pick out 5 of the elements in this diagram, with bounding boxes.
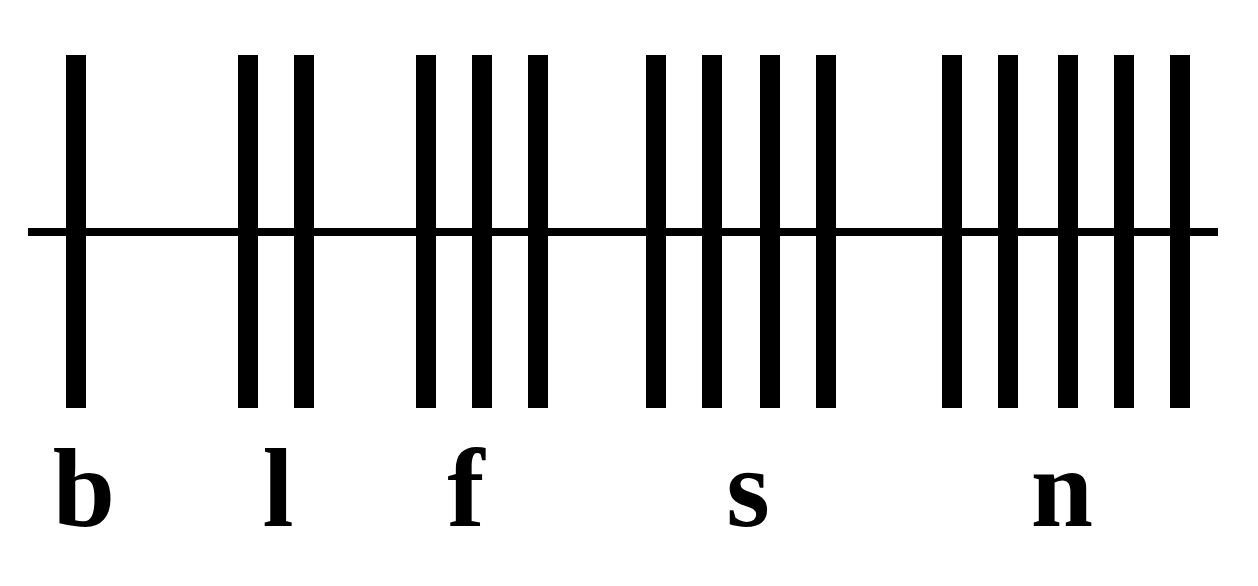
letter-label: l xyxy=(262,432,294,544)
letter-label: n xyxy=(1030,432,1094,544)
letter-label: b xyxy=(52,432,116,544)
letter-label: s xyxy=(726,432,770,544)
letter-label: f xyxy=(447,432,485,544)
